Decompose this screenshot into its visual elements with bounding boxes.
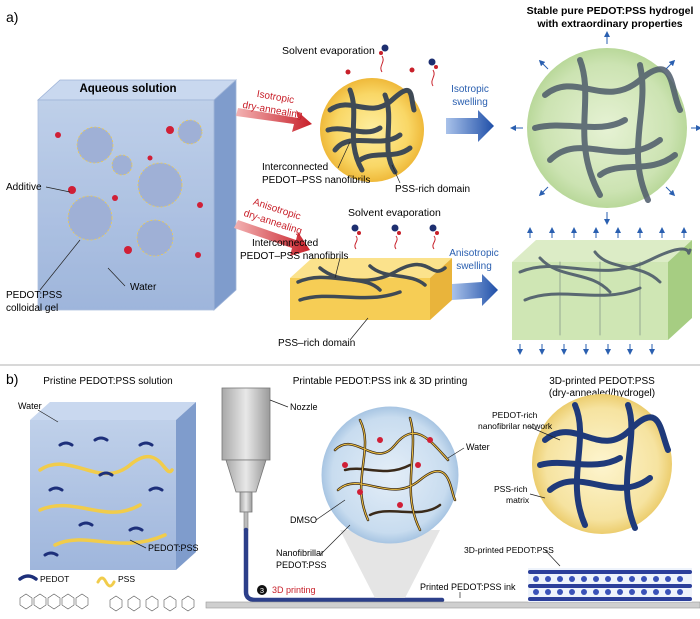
- hydrogel-title-line2: with extraordinary properties: [536, 18, 682, 30]
- nozzle-label: Nozzle: [290, 402, 318, 412]
- printed-pedot-label: 3D-printed PEDOT:PSS: [464, 545, 554, 555]
- network-line1: PEDOT-rich: [492, 410, 538, 420]
- aniso-swell-line2: swelling: [456, 261, 492, 272]
- magnification-cone: [340, 530, 440, 598]
- isotropic-annealing-arrow: [236, 108, 312, 132]
- dmso-label: DMSO: [290, 515, 317, 525]
- panel-b-label: b): [6, 371, 18, 387]
- pristine-cube: [30, 402, 196, 570]
- water-label-ink: Water: [466, 442, 490, 452]
- isotropic-hydrogel-circle: [510, 31, 700, 225]
- printed-title-line1: 3D-printed PEDOT:PSS: [549, 376, 655, 387]
- nanofibrillar-line2: PEDOT:PSS: [276, 560, 327, 570]
- nanofibrils-bottom-line2: PEDOT–PSS nanofibrils: [240, 251, 348, 262]
- printed-circle: [532, 394, 672, 534]
- pss-rich-top: PSS-rich domain: [395, 184, 470, 195]
- matrix-line1: PSS-rich: [494, 484, 528, 494]
- additive-label: Additive: [6, 182, 42, 193]
- pss-legend-swatch: [96, 576, 116, 588]
- ink-circle: [321, 406, 459, 544]
- solvent-evaporation-top: Solvent evaporation: [282, 45, 375, 57]
- anisotropic-hydrogel-slab: [512, 227, 692, 355]
- matrix-line2: matrix: [506, 495, 530, 505]
- printed-lattice: [528, 568, 692, 602]
- solvent-evaporation-bottom: Solvent evaporation: [348, 207, 441, 219]
- anisotropic-annealing-arrow: [234, 220, 310, 256]
- solvent-molecules-top: [345, 44, 438, 87]
- pedot-legend-swatch: [18, 574, 38, 581]
- printed-ink-label: Printed PEDOT:PSS ink: [420, 582, 516, 592]
- printed-title-line2: (dry-annealed/hydrogel): [549, 388, 655, 399]
- panel-a-label: a): [6, 9, 18, 25]
- iso-swell-line2: swelling: [452, 97, 488, 108]
- water-label-b: Water: [18, 401, 42, 411]
- pss-legend: PSS: [118, 574, 135, 584]
- nanofibrils-top-line1: Interconnected: [262, 162, 328, 173]
- anisotropic-swelling-arrow: [452, 274, 498, 306]
- printing-label: 3D printing: [272, 585, 316, 595]
- aqueous-cube: [36, 79, 238, 311]
- nanofibrillar-line1: Nanofibrillar: [276, 548, 324, 558]
- chemical-structures: [19, 593, 195, 612]
- isotropic-annealed-circle: [320, 78, 424, 182]
- isotropic-swelling-arrow: [446, 110, 494, 142]
- network-line2: nanofibrilar network: [478, 421, 553, 431]
- colloid-label-line2: colloidal gel: [6, 303, 58, 314]
- printable-title: Printable PEDOT:PSS ink & 3D printing: [293, 376, 468, 387]
- hydrogel-title-line1: Stable pure PEDOT:PSS hydrogel: [527, 5, 694, 17]
- nozzle: [221, 387, 445, 603]
- colloid-label-line1: PEDOT:PSS: [6, 290, 62, 301]
- step-badge: [257, 585, 267, 595]
- aqueous-solution-title: Aqueous solution: [79, 83, 176, 95]
- step-number: 3: [260, 586, 264, 595]
- aniso-swell-line1: Anisotropic: [449, 248, 498, 259]
- pedot-legend: PEDOT: [40, 574, 69, 584]
- water-label-a: Water: [130, 282, 157, 293]
- build-plate: [205, 601, 700, 609]
- anisotropic-annealed-slab: [290, 258, 452, 320]
- solvent-molecules-bottom: [351, 224, 439, 250]
- iso-swell-line1: Isotropic: [451, 84, 489, 95]
- nanofibrils-bottom-line1: Interconnected: [252, 238, 318, 249]
- pss-rich-bottom: PSS–rich domain: [278, 338, 355, 349]
- pristine-title: Pristine PEDOT:PSS solution: [43, 376, 173, 387]
- pedot-pss-label: PEDOT:PSS: [148, 543, 199, 553]
- nanofibrils-top-line2: PEDOT–PSS nanofibrils: [262, 175, 370, 186]
